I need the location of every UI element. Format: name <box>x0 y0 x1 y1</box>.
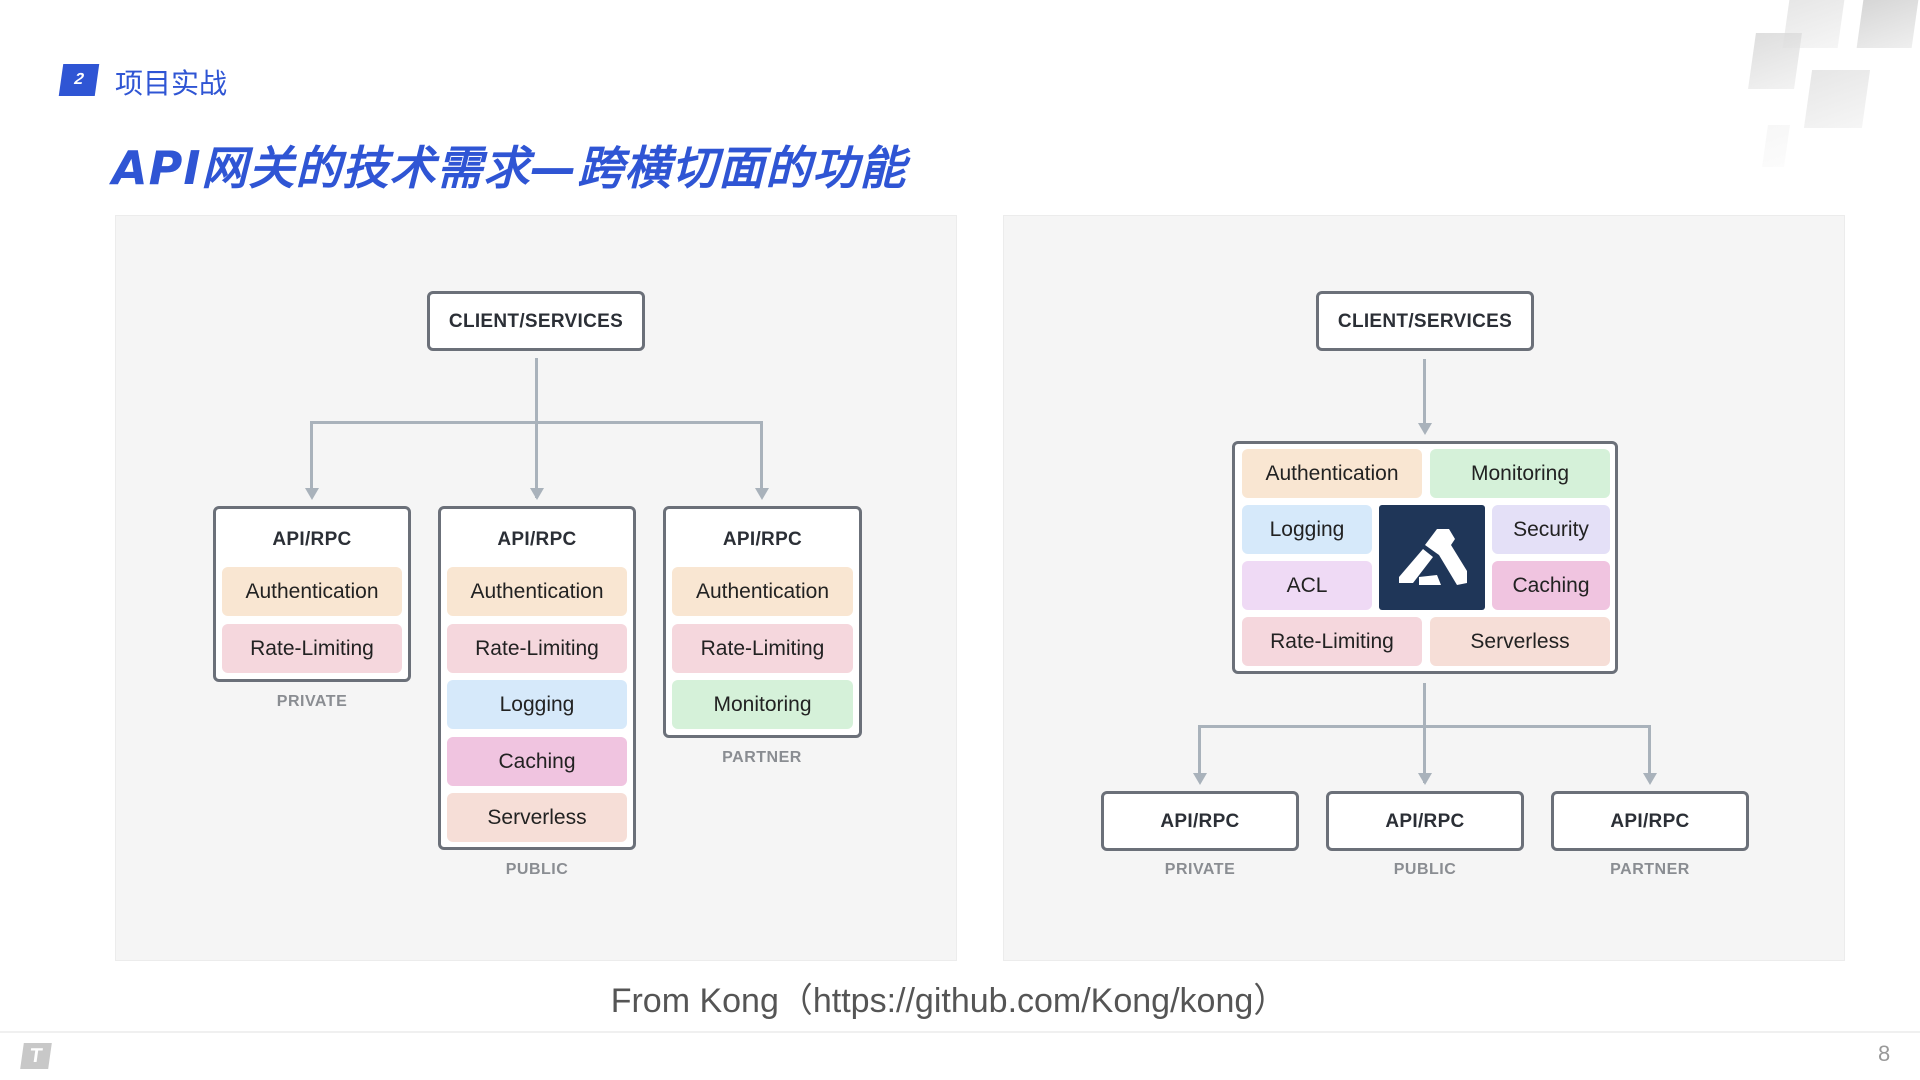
page-number: 8 <box>1878 1041 1891 1066</box>
api-rpc-label: API/RPC <box>1385 811 1465 832</box>
source-caption: From Kong（https://github.com/Kong/kong） <box>610 982 1288 1020</box>
plugin-logging: Logging <box>447 680 627 729</box>
plugin-security: Security <box>1492 505 1610 554</box>
section-number-badge: 2 <box>58 64 100 96</box>
plugin-monitoring: Monitoring <box>1430 449 1610 498</box>
api-rpc-label: API/RPC <box>1610 811 1690 832</box>
plugin-rate-limiting: Rate-Limiting <box>672 624 853 673</box>
plugin-serverless: Serverless <box>1430 617 1610 666</box>
plugin-authentication: Authentication <box>222 567 402 616</box>
arrow-down-icon <box>755 488 769 500</box>
public-api-box: API/RPC <box>1326 791 1524 851</box>
decorative-shape <box>1748 33 1802 89</box>
client-services-box: CLIENT/SERVICES <box>427 291 645 351</box>
private-api-box: API/RPC <box>1101 791 1299 851</box>
tier-label-partner: PARTNER <box>1610 861 1690 878</box>
arrow-down-icon <box>1643 773 1657 785</box>
connector-line <box>310 421 763 424</box>
tier-label-partner: PARTNER <box>722 749 802 766</box>
connector-line <box>1198 725 1651 728</box>
tier-label-public: PUBLIC <box>505 861 569 878</box>
connector-line <box>1423 359 1426 427</box>
kong-gorilla-icon <box>1399 529 1467 585</box>
plugin-authentication: Authentication <box>1242 449 1422 498</box>
connector-line <box>310 421 313 493</box>
plugin-authentication: Authentication <box>447 567 627 616</box>
connector-line <box>1423 683 1426 783</box>
plugin-caching: Caching <box>447 737 627 786</box>
right-diagram-panel: CLIENT/SERVICES Authentication Monitorin… <box>1003 215 1845 961</box>
plugin-caching: Caching <box>1492 561 1610 610</box>
client-services-label: CLIENT/SERVICES <box>1337 311 1513 332</box>
plugin-rate-limiting: Rate-Limiting <box>447 624 627 673</box>
kong-logo-icon <box>1379 505 1485 610</box>
api-rpc-label: API/RPC <box>497 529 577 550</box>
api-rpc-label: API/RPC <box>272 529 352 550</box>
plugin-authentication: Authentication <box>672 567 853 616</box>
kong-gateway-box: Authentication Monitoring Logging Securi… <box>1232 441 1618 674</box>
client-services-box: CLIENT/SERVICES <box>1316 291 1534 351</box>
decorative-shape <box>1762 125 1790 167</box>
partner-api-box: API/RPC Authentication Rate-Limiting Mon… <box>663 506 862 738</box>
brand-logo-icon: T <box>20 1043 52 1069</box>
connector-line <box>1648 725 1651 777</box>
partner-api-box: API/RPC <box>1551 791 1749 851</box>
api-rpc-label: API/RPC <box>722 529 803 550</box>
plugin-serverless: Serverless <box>447 793 627 842</box>
plugin-rate-limiting: Rate-Limiting <box>222 624 402 673</box>
footer-divider <box>0 1031 1920 1033</box>
page-title: API网关的技术需求—跨横切面的功能 <box>112 141 907 195</box>
plugin-logging: Logging <box>1242 505 1372 554</box>
api-rpc-label: API/RPC <box>1160 811 1240 832</box>
arrow-down-icon <box>530 488 544 500</box>
plugin-acl: ACL <box>1242 561 1372 610</box>
left-diagram-panel: CLIENT/SERVICES API/RPC Authentication R… <box>115 215 957 961</box>
arrow-down-icon <box>1193 773 1207 785</box>
decorative-shape <box>1856 0 1919 48</box>
tier-label-public: PUBLIC <box>1393 861 1457 878</box>
connector-line <box>535 358 538 498</box>
connector-line <box>760 421 763 493</box>
arrow-down-icon <box>1418 423 1432 435</box>
plugin-rate-limiting: Rate-Limiting <box>1242 617 1422 666</box>
tier-label-private: PRIVATE <box>276 693 348 710</box>
client-services-label: CLIENT/SERVICES <box>448 311 624 332</box>
section-title: 项目实战 <box>115 67 228 100</box>
public-api-box: API/RPC Authentication Rate-Limiting Log… <box>438 506 636 850</box>
arrow-down-icon <box>1418 773 1432 785</box>
connector-line <box>1198 725 1201 777</box>
private-api-box: API/RPC Authentication Rate-Limiting <box>213 506 411 682</box>
decorative-shape <box>1803 70 1871 128</box>
arrow-down-icon <box>305 488 319 500</box>
plugin-monitoring: Monitoring <box>672 680 853 729</box>
tier-label-private: PRIVATE <box>1164 861 1236 878</box>
